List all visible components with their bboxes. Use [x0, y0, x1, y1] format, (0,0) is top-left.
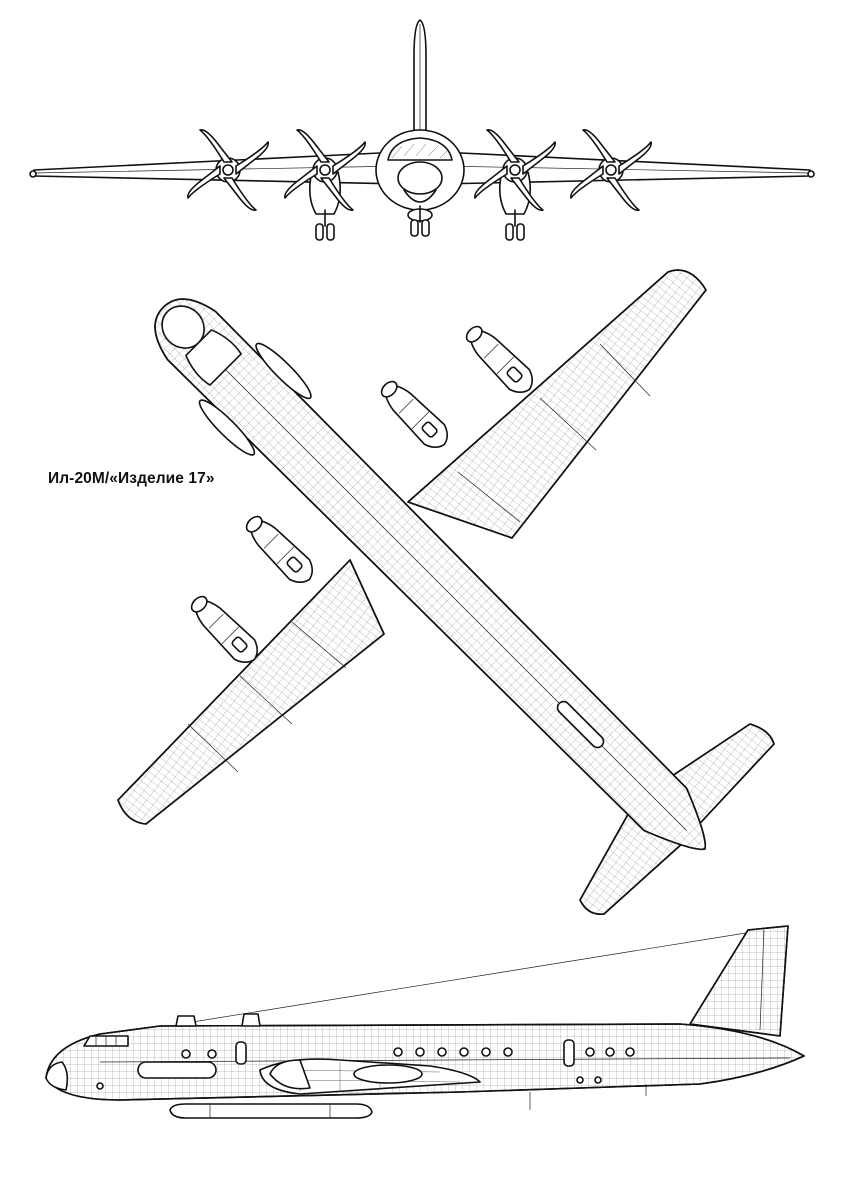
- drawing-caption: Ил-20М/«Изделие 17»: [48, 470, 215, 487]
- top-view: [117, 269, 775, 916]
- side-view: [45, 925, 805, 1119]
- front-view: [29, 19, 815, 241]
